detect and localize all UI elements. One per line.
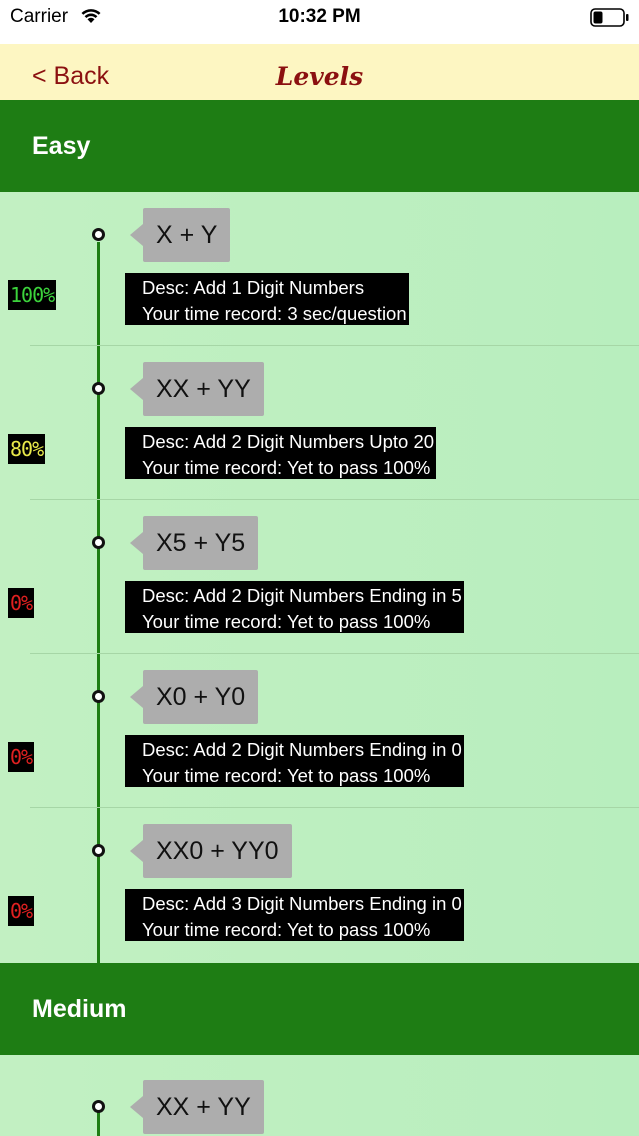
page-title: Levels — [275, 62, 364, 91]
battery-icon — [590, 8, 630, 32]
timeline-node-icon — [92, 844, 105, 857]
level-progress-badge: 80% — [8, 434, 46, 464]
level-description: Desc: Add 2 Digit Numbers Ending in 0 Yo… — [125, 735, 464, 787]
back-button[interactable]: < Back — [32, 62, 110, 90]
row-divider — [30, 807, 639, 808]
level-name-button[interactable]: XX0 + YY0 — [143, 824, 292, 878]
level-row[interactable]: XX0 + YY0 Desc: Add 3 Digit Numbers Endi… — [0, 808, 639, 962]
level-row[interactable]: X5 + Y5 Desc: Add 2 Digit Numbers Ending… — [0, 500, 639, 654]
level-time-record: Your time record: Yet to pass 100% — [142, 919, 431, 940]
section-label: Medium — [32, 995, 127, 1023]
timeline-node-icon — [92, 690, 105, 703]
bubble-pointer — [130, 840, 143, 862]
row-divider — [30, 653, 639, 654]
level-name-button[interactable]: XX + YY — [143, 362, 264, 416]
level-desc-text: Desc: Add 1 Digit Numbers — [142, 277, 365, 298]
level-description: Desc: Add 2 Digit Numbers Upto 20 Your t… — [125, 427, 437, 479]
level-time-record: Your time record: Yet to pass 100% — [142, 611, 431, 632]
level-time-record: Your time record: Yet to pass 100% — [142, 765, 431, 786]
bubble-pointer — [130, 1096, 143, 1118]
timeline-node-icon — [92, 228, 105, 241]
level-name-button[interactable]: XX + YY — [143, 1080, 264, 1134]
timeline-node-icon — [92, 1100, 105, 1113]
level-desc-text: Desc: Add 2 Digit Numbers Upto 20 — [142, 431, 435, 452]
row-divider — [30, 499, 639, 500]
level-description: Desc: Add 3 Digit Numbers Ending in 0 Yo… — [125, 889, 464, 941]
level-name-button[interactable]: X + Y — [143, 208, 231, 262]
level-progress-badge: 0% — [8, 742, 35, 772]
bubble-pointer — [130, 224, 143, 246]
navigation-bar: < Back Levels — [0, 44, 639, 100]
timeline-node-icon — [92, 382, 105, 395]
timeline-node-icon — [92, 536, 105, 549]
bubble-pointer — [130, 686, 143, 708]
level-row[interactable]: XX + YY — [0, 1055, 639, 1136]
level-desc-text: Desc: Add 2 Digit Numbers Ending in 5 — [142, 585, 462, 606]
level-time-record: Your time record: Yet to pass 100% — [142, 457, 431, 478]
level-time-record: Your time record: 3 sec/question — [142, 303, 407, 324]
bubble-pointer — [130, 378, 143, 400]
status-bar: Carrier 10:32 PM — [0, 0, 639, 44]
section-label: Easy — [32, 132, 91, 160]
wifi-icon — [80, 7, 102, 29]
timeline-line — [97, 242, 100, 963]
level-progress-badge: 0% — [8, 588, 35, 618]
level-row[interactable]: X0 + Y0 Desc: Add 2 Digit Numbers Ending… — [0, 654, 639, 808]
section-header-easy: Easy — [0, 100, 639, 192]
status-time: 10:32 PM — [278, 6, 361, 27]
timeline-line — [97, 1107, 100, 1136]
level-row[interactable]: X + Y Desc: Add 1 Digit Numbers Your tim… — [0, 192, 639, 346]
level-description: Desc: Add 2 Digit Numbers Ending in 5 Yo… — [125, 581, 464, 633]
carrier-label: Carrier — [10, 6, 69, 27]
section-header-medium: Medium — [0, 963, 639, 1055]
level-desc-text: Desc: Add 3 Digit Numbers Ending in 0 — [142, 893, 462, 914]
level-row[interactable]: XX + YY Desc: Add 2 Digit Numbers Upto 2… — [0, 346, 639, 500]
bubble-pointer — [130, 532, 143, 554]
level-progress-badge: 100% — [8, 280, 57, 310]
level-description: Desc: Add 1 Digit Numbers Your time reco… — [125, 273, 409, 325]
level-desc-text: Desc: Add 2 Digit Numbers Ending in 0 — [142, 739, 462, 760]
section-body-medium — [0, 1055, 639, 1136]
row-divider — [30, 345, 639, 346]
level-progress-badge: 0% — [8, 896, 35, 926]
level-name-button[interactable]: X0 + Y0 — [143, 670, 259, 724]
level-name-button[interactable]: X5 + Y5 — [143, 516, 259, 570]
